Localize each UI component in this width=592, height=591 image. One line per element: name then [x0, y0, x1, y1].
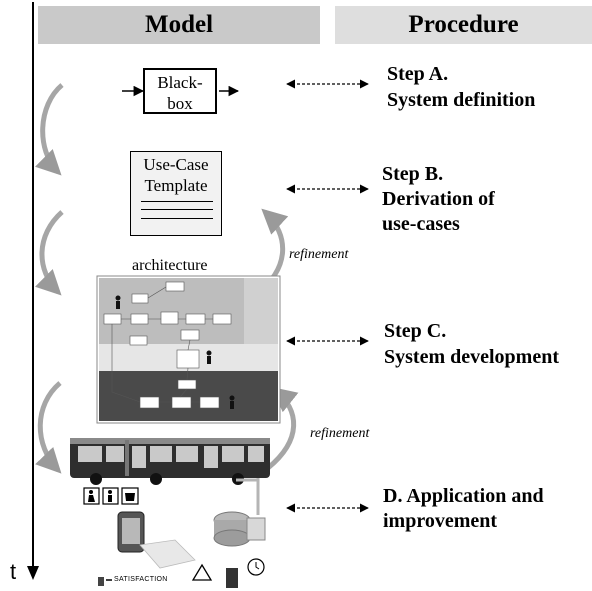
curve-arrow-left-2	[35, 210, 64, 296]
usecase-template-box: Use-Case Template	[130, 151, 222, 236]
step-c-title: Step C.	[384, 320, 447, 342]
step-c-subtitle: System development	[384, 346, 559, 368]
step-b-title: Step B.	[382, 163, 444, 185]
curve-arrow-left-1	[35, 83, 64, 176]
satisfaction-label: SATISFACTION	[114, 576, 168, 583]
refinement-label-2: refinement	[310, 426, 370, 441]
template-line-2	[141, 209, 213, 210]
step-a-subtitle: System definition	[387, 89, 536, 111]
step-b-subtitle: Derivation of use-cases	[382, 188, 495, 235]
template-line-3	[141, 218, 213, 219]
blackbox-box: Black- box	[143, 68, 217, 114]
step-d-subtitle: improvement	[383, 510, 498, 532]
procedure-header: Procedure	[335, 6, 592, 44]
time-axis-label: t	[10, 559, 17, 584]
architecture-diagram	[96, 275, 281, 424]
refinement-arrow-2	[266, 386, 299, 470]
model-header: Model	[38, 6, 320, 44]
template-line-1	[141, 201, 213, 202]
bus-illustration	[70, 438, 270, 485]
curve-arrow-left-3	[35, 381, 62, 474]
step-a-title: Step A.	[387, 63, 449, 85]
refinement-label-1: refinement	[289, 247, 349, 262]
application-cluster	[83, 478, 266, 588]
time-axis-arrowhead	[27, 566, 39, 580]
usecase-template-label: Use-Case Template	[143, 155, 209, 195]
step-d-title: D. Application and	[383, 485, 544, 507]
architecture-label: architecture	[132, 257, 208, 274]
